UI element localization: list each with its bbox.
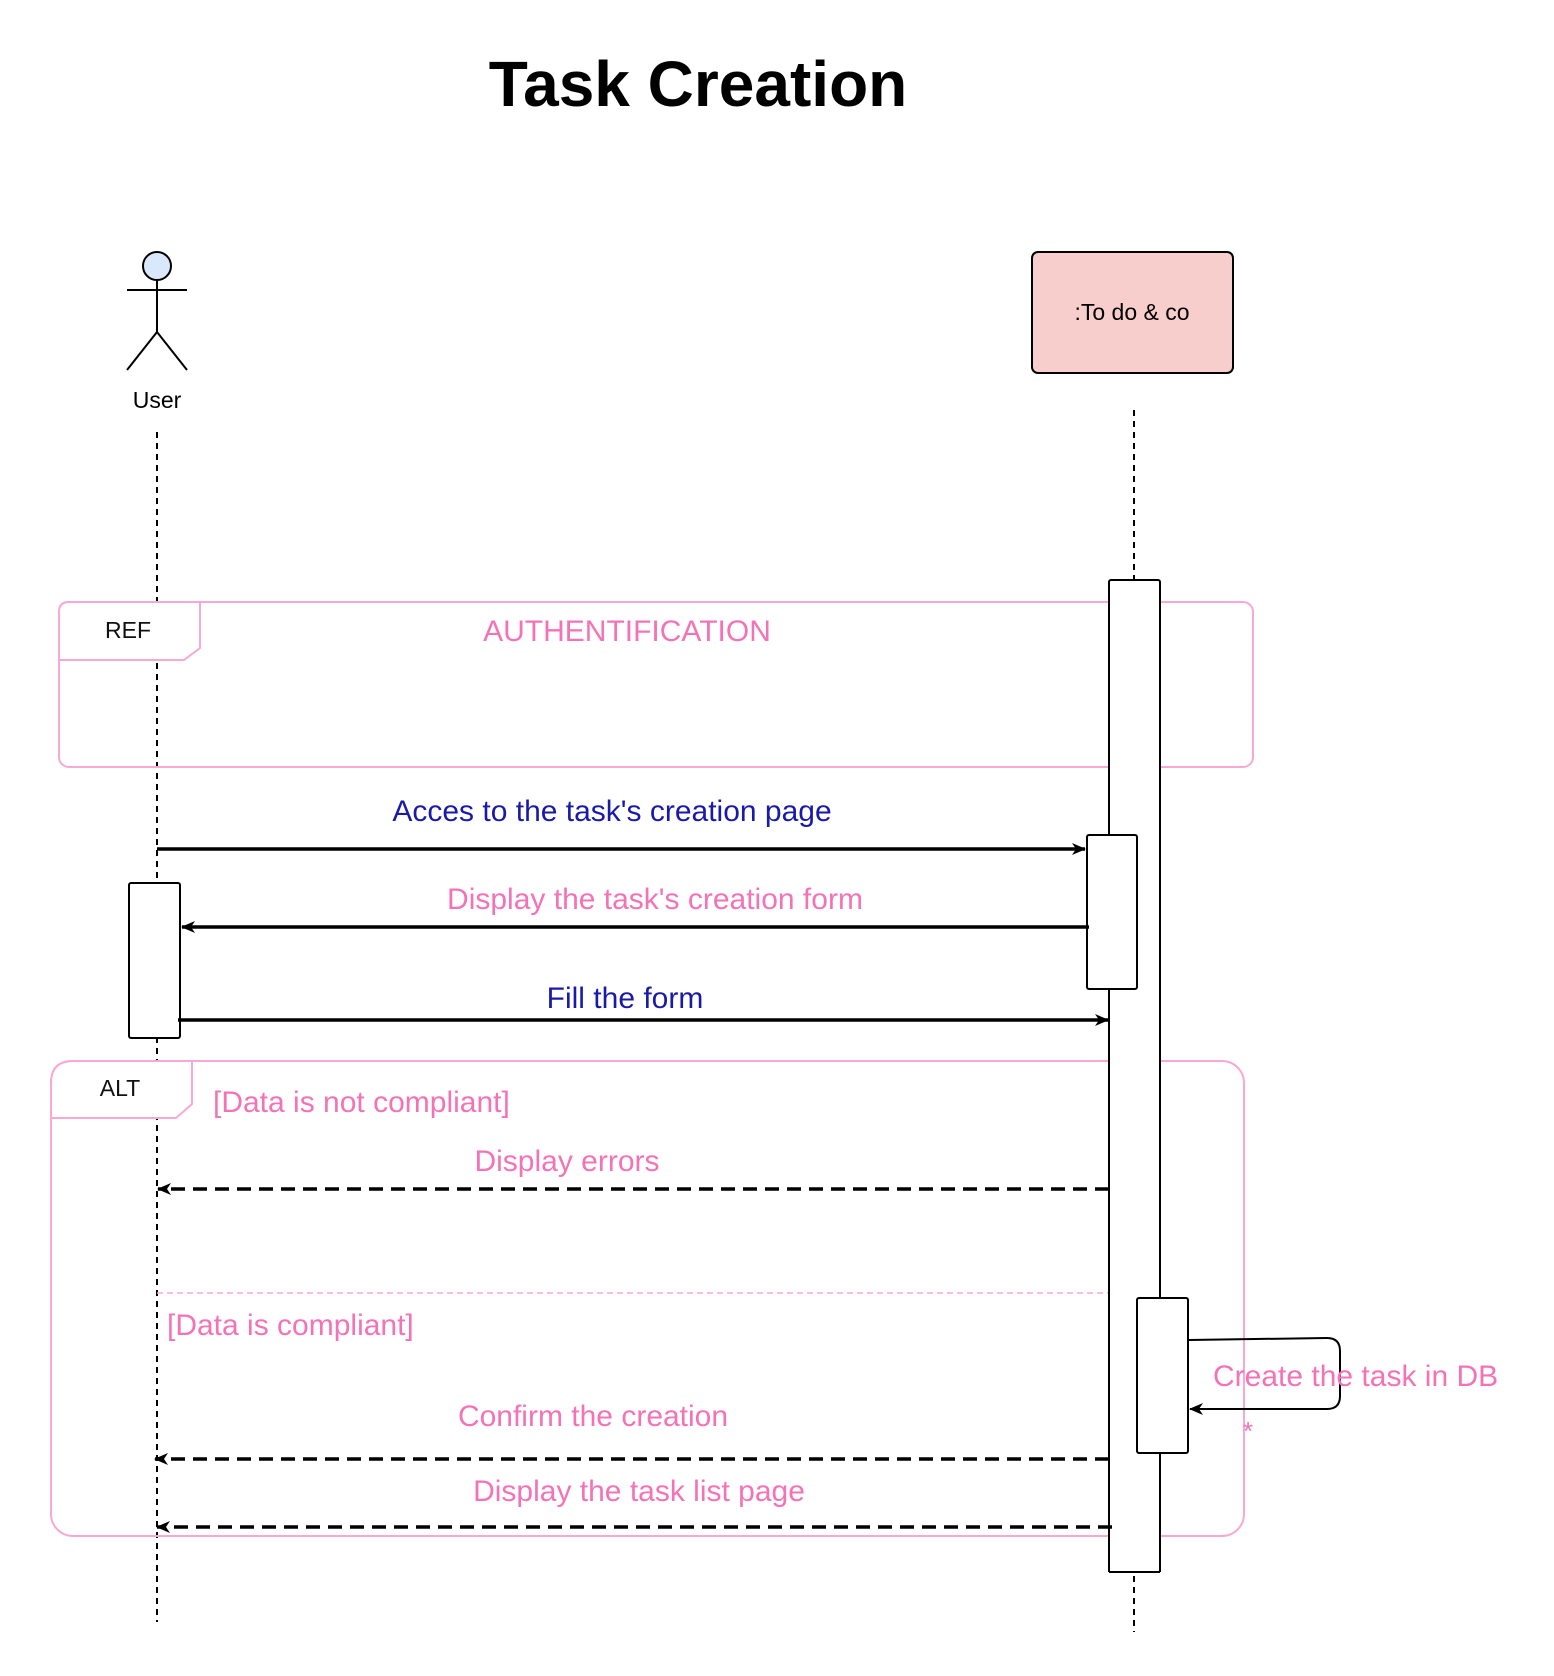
- message-create-in-db-arrow: [1188, 1336, 1341, 1415]
- actor-left-leg: [126, 331, 158, 371]
- user-actor: User: [126, 251, 188, 413]
- actor-head: [142, 251, 172, 281]
- alt-frame: ALT [Data is not compliant] [Data is com…: [50, 1060, 1245, 1537]
- alt-guard-compliant: [Data is compliant]: [167, 1309, 414, 1342]
- message-display-errors: Display errors: [157, 1145, 1109, 1195]
- diagram-title: Task Creation: [489, 48, 908, 120]
- message-display-form-label: Display the task's creation form: [447, 883, 863, 916]
- alt-tag-label: ALT: [100, 1075, 140, 1101]
- ref-frame-border: [58, 601, 1254, 768]
- alt-tag-pentagon: [50, 1060, 193, 1119]
- message-fill-form: Fill the form: [178, 982, 1109, 1026]
- message-create-in-db-label: Create the task in DB: [1213, 1360, 1498, 1393]
- actor-label: User: [133, 387, 182, 413]
- ref-tag-label: REF: [105, 617, 151, 643]
- message-access-page-label: Acces to the task's creation page: [392, 795, 831, 828]
- ref-frame: REF AUTHENTIFICATION: [58, 601, 1254, 768]
- ref-frame-name: AUTHENTIFICATION: [483, 615, 771, 648]
- alt-frame-border: [50, 1060, 1245, 1537]
- message-fill-form-label: Fill the form: [547, 982, 704, 1015]
- user-activation: [128, 882, 181, 1039]
- message-display-list-label: Display the task list page: [473, 1475, 805, 1508]
- system-activation-secondary: [1086, 834, 1138, 990]
- message-access-page: Acces to the task's creation page: [157, 795, 1086, 855]
- alt-guard-not-compliant: [Data is not compliant]: [213, 1086, 510, 1119]
- system-self-activation: [1136, 1297, 1189, 1454]
- message-display-errors-label: Display errors: [474, 1145, 659, 1178]
- message-confirm-creation: Confirm the creation: [154, 1400, 1109, 1465]
- participant-label: :To do & co: [1074, 299, 1189, 325]
- message-confirm-creation-label: Confirm the creation: [458, 1400, 728, 1433]
- system-participant: :To do & co: [1031, 251, 1234, 374]
- message-display-form: Display the task's creation form: [181, 883, 1089, 933]
- message-create-in-db: Create the task in DB *: [1188, 1336, 1498, 1446]
- message-display-list: Display the task list page: [156, 1475, 1112, 1533]
- participant-box: [1031, 251, 1234, 374]
- actor-right-leg: [156, 331, 188, 371]
- message-create-in-db-marker: *: [1243, 1416, 1253, 1446]
- ref-tag-pentagon: [58, 601, 201, 661]
